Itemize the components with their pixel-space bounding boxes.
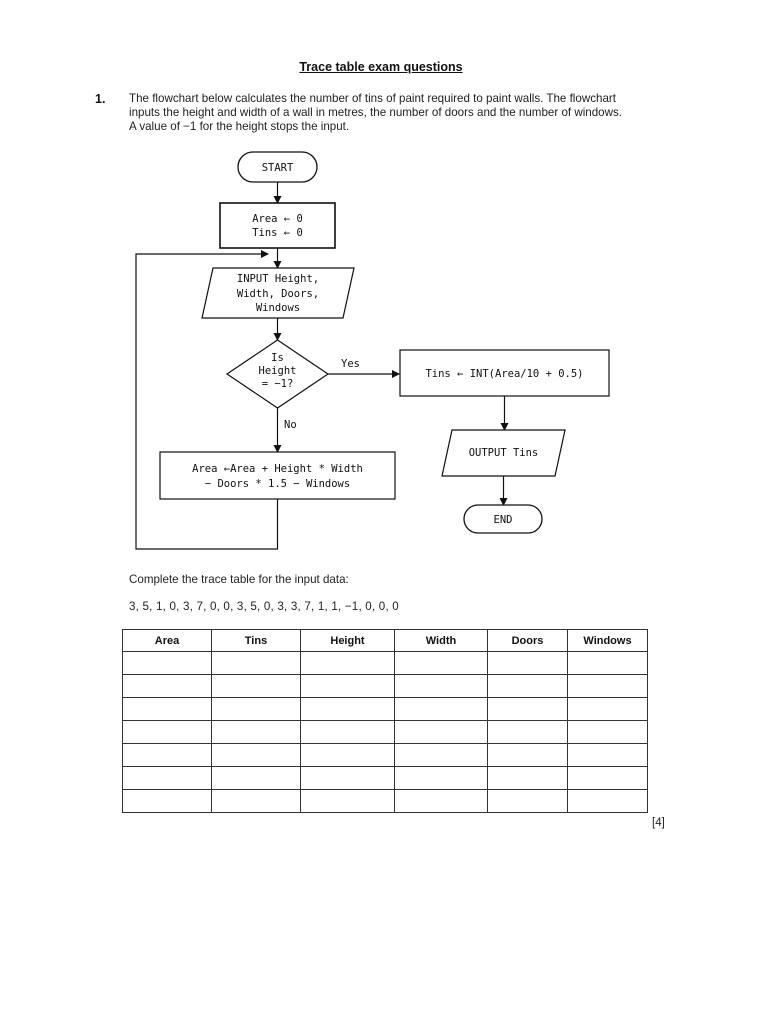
- trace-table-cell[interactable]: [567, 697, 648, 721]
- trace-table-cell[interactable]: [300, 720, 395, 744]
- column-header-height: Height: [300, 629, 395, 652]
- trace-table-cell[interactable]: [122, 651, 212, 675]
- yes-label: Yes: [341, 358, 360, 370]
- trace-table-cell[interactable]: [487, 789, 568, 813]
- trace-table-cell[interactable]: [211, 697, 301, 721]
- trace-table-cell[interactable]: [211, 743, 301, 767]
- column-header-doors: Doors: [487, 629, 568, 652]
- intro-line: A value of −1 for the height stops the i…: [129, 120, 350, 133]
- loop-back-arrow: [135, 250, 279, 550]
- column-header-area: Area: [122, 629, 212, 652]
- no-label: No: [284, 419, 297, 431]
- trace-table-cell[interactable]: [567, 651, 648, 675]
- end-label: END: [494, 514, 513, 526]
- trace-table-cell[interactable]: [487, 743, 568, 767]
- init-process-box: [219, 202, 336, 249]
- tins-calc-text: Tins ← INT(Area/10 + 0.5): [425, 368, 583, 380]
- trace-table-cell[interactable]: [300, 789, 395, 813]
- trace-table-row: [122, 789, 648, 813]
- trace-table-cell[interactable]: [211, 651, 301, 675]
- trace-table-cell[interactable]: [122, 720, 212, 744]
- trace-table-header-row: Area Tins Height Width Doors Windows: [122, 629, 648, 652]
- init-tins-text: Tins ← 0: [252, 227, 303, 239]
- tins-process-box: [399, 349, 610, 397]
- input-text-line: INPUT Height,: [237, 273, 319, 285]
- area-process-box: [159, 451, 396, 500]
- decision-text-line: = −1?: [262, 378, 294, 390]
- input-data-sequence: 3, 5, 1, 0, 3, 7, 0, 0, 3, 5, 0, 3, 3, 7…: [129, 600, 399, 613]
- trace-table: Area Tins Height Width Doors Windows: [122, 629, 648, 813]
- trace-table-cell[interactable]: [567, 720, 648, 744]
- trace-table-cell[interactable]: [300, 766, 395, 790]
- trace-table-row: [122, 674, 648, 698]
- trace-table-cell[interactable]: [211, 789, 301, 813]
- column-header-tins: Tins: [211, 629, 301, 652]
- input-parallelogram: [201, 267, 355, 319]
- trace-table-cell[interactable]: [487, 766, 568, 790]
- trace-table-cell[interactable]: [122, 743, 212, 767]
- trace-table-row: [122, 720, 648, 744]
- start-label: START: [262, 162, 294, 174]
- trace-table-body: [122, 651, 648, 813]
- trace-table-cell[interactable]: [394, 651, 488, 675]
- decision-text-line: Is: [271, 352, 284, 364]
- trace-table-cell[interactable]: [394, 766, 488, 790]
- area-calc-line: − Doors * 1.5 − Windows: [205, 478, 350, 490]
- trace-table-cell[interactable]: [300, 674, 395, 698]
- end-terminator: [463, 504, 543, 534]
- input-text-line: Windows: [256, 302, 300, 314]
- trace-table-row: [122, 766, 648, 790]
- column-header-windows: Windows: [567, 629, 648, 652]
- trace-table-cell[interactable]: [567, 743, 648, 767]
- output-text: OUTPUT Tins: [469, 447, 539, 459]
- trace-table-row: [122, 743, 648, 767]
- input-text-line: Width, Doors,: [237, 288, 319, 300]
- question-number: 1.: [95, 92, 106, 106]
- intro-line: inputs the height and width of a wall in…: [129, 106, 623, 119]
- trace-table-cell[interactable]: [122, 766, 212, 790]
- page-title: Trace table exam questions: [299, 60, 463, 74]
- trace-table-cell[interactable]: [487, 720, 568, 744]
- init-area-text: Area ← 0: [252, 213, 303, 225]
- trace-table-cell[interactable]: [122, 674, 212, 698]
- column-header-width: Width: [394, 629, 488, 652]
- trace-table-cell[interactable]: [394, 720, 488, 744]
- trace-table-cell[interactable]: [394, 697, 488, 721]
- trace-table-row: [122, 651, 648, 675]
- trace-table-cell[interactable]: [487, 697, 568, 721]
- question-intro: The flowchart below calculates the numbe…: [129, 92, 674, 134]
- trace-table-cell[interactable]: [300, 697, 395, 721]
- flowchart: START Area ← 0 Tins ← 0 INPUT Height, Wi…: [135, 151, 610, 550]
- trace-table-cell[interactable]: [487, 674, 568, 698]
- trace-table-cell[interactable]: [122, 789, 212, 813]
- intro-line: The flowchart below calculates the numbe…: [129, 92, 616, 105]
- trace-table-cell[interactable]: [567, 766, 648, 790]
- area-calc-line: Area ←Area + Height * Width: [192, 463, 363, 475]
- trace-table-cell[interactable]: [487, 651, 568, 675]
- trace-table-cell[interactable]: [300, 743, 395, 767]
- trace-table-cell[interactable]: [211, 674, 301, 698]
- trace-table-cell[interactable]: [567, 674, 648, 698]
- trace-table-cell[interactable]: [394, 789, 488, 813]
- trace-table-cell[interactable]: [300, 651, 395, 675]
- trace-table-cell[interactable]: [567, 789, 648, 813]
- trace-table-cell[interactable]: [211, 766, 301, 790]
- trace-table-cell[interactable]: [394, 674, 488, 698]
- decision-text-line: Height: [259, 365, 297, 377]
- output-parallelogram: [441, 429, 566, 477]
- marks-label: [4]: [652, 817, 665, 829]
- instruction-text: Complete the trace table for the input d…: [129, 573, 349, 586]
- trace-table-row: [122, 697, 648, 721]
- trace-table-cell[interactable]: [394, 743, 488, 767]
- trace-table-cell[interactable]: [122, 697, 212, 721]
- trace-table-cell[interactable]: [211, 720, 301, 744]
